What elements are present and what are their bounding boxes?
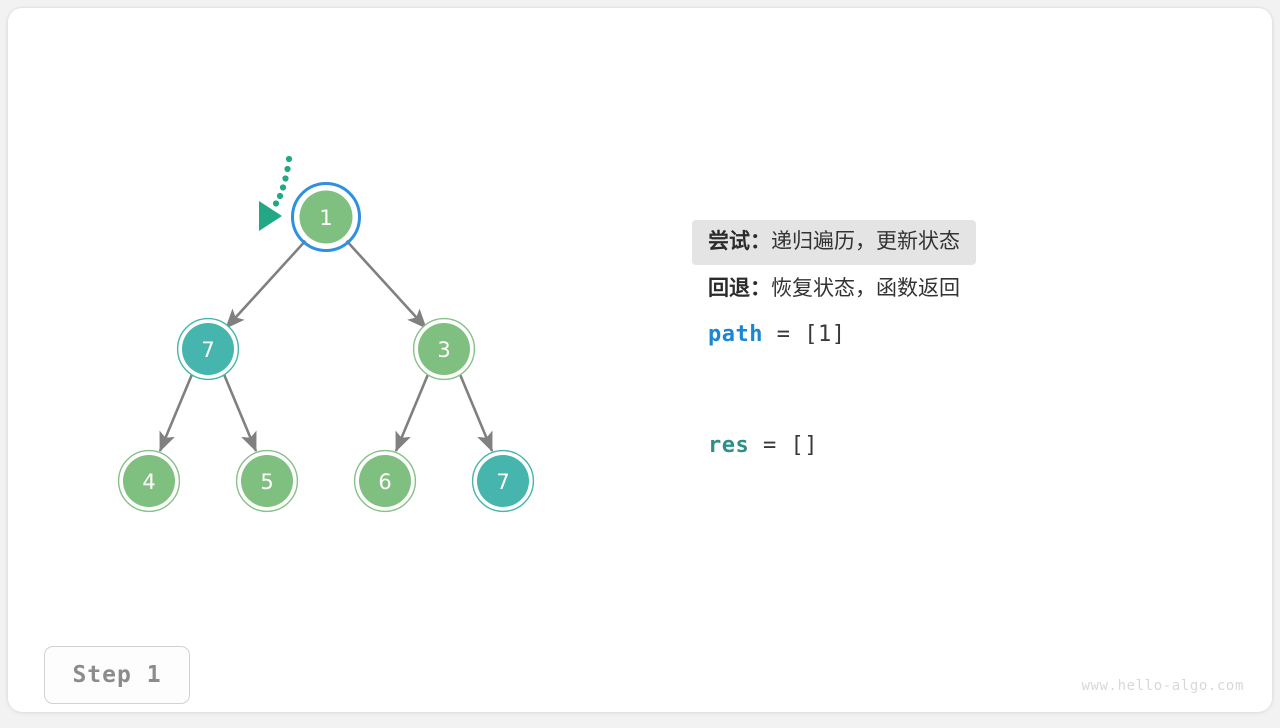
node-body (418, 323, 470, 375)
node-label: 3 (437, 338, 450, 362)
node-body (477, 455, 529, 507)
tree-node-n3[interactable]: 3 (412, 317, 476, 381)
node-inner-gap (119, 451, 179, 511)
node-inner-gap (473, 451, 533, 511)
step-label: Step 1 (72, 662, 162, 688)
state-info-panel: 尝试：递归遍历，更新状态 回退：恢复状态，函数返回 path = [1] res… (692, 220, 1212, 458)
node-body (182, 323, 234, 375)
tree-node-n7b[interactable]: 7 (471, 449, 535, 513)
try-label: 尝试： (708, 229, 771, 253)
node-outer-ring (471, 449, 535, 513)
edge-n1-n3 (343, 237, 427, 329)
node-outer-ring (294, 185, 358, 249)
tree-node-n5[interactable]: 5 (235, 449, 299, 513)
node-label: 1 (319, 206, 332, 230)
node-outer-ring (176, 317, 240, 381)
tree-edges (158, 237, 494, 452)
tree-node-n7a[interactable]: 7 (176, 317, 240, 381)
res-variable-name: res (708, 433, 750, 458)
edge-n3-n7b (457, 371, 494, 452)
node-label: 4 (142, 470, 155, 494)
try-row: 尝试：递归遍历，更新状态 (692, 220, 976, 265)
node-label: 7 (201, 338, 214, 362)
node-label: 7 (496, 470, 509, 494)
try-text: 递归遍历，更新状态 (771, 229, 960, 253)
path-variable-value: = [1] (762, 322, 846, 347)
tree-node-n1[interactable]: 1 (291, 182, 361, 252)
node-inner-gap (355, 451, 415, 511)
node-body (299, 190, 353, 244)
step-badge: Step 1 (44, 646, 190, 704)
backtrack-row: 回退：恢复状态，函数返回 (692, 265, 1212, 312)
path-variable-name: path (708, 322, 763, 347)
node-body (241, 455, 293, 507)
binary-tree-diagram: 1 7 3 4 (117, 155, 535, 513)
tree-node-n4[interactable]: 4 (117, 449, 181, 513)
node-label: 5 (260, 470, 273, 494)
res-variable-row: res = [] (692, 347, 1212, 458)
watermark: www.hello-algo.com (1081, 678, 1244, 694)
diagram-stage: 1 7 3 4 (8, 8, 1272, 712)
path-variable-row: path = [1] (692, 312, 1212, 347)
tree-node-n6[interactable]: 6 (353, 449, 417, 513)
edge-n1-n7a (225, 237, 309, 329)
node-highlight-ring (291, 182, 361, 252)
node-outer-ring (117, 449, 181, 513)
backtrack-text: 恢复状态，函数返回 (771, 276, 960, 300)
node-label: 6 (378, 470, 391, 494)
slide-card: 1 7 3 4 (8, 8, 1272, 712)
node-outer-ring (353, 449, 417, 513)
edge-n7a-n5 (221, 371, 258, 452)
node-outer-ring (235, 449, 299, 513)
edge-n7a-n4 (158, 371, 195, 452)
pointer-arrowhead-icon (259, 201, 282, 231)
node-body (123, 455, 175, 507)
node-outer-ring (412, 317, 476, 381)
edge-n3-n6 (394, 371, 431, 452)
node-inner-gap (178, 319, 238, 379)
node-body (359, 455, 411, 507)
backtrack-label: 回退： (708, 276, 771, 300)
node-inner-gap (237, 451, 297, 511)
res-variable-value: = [] (749, 433, 818, 458)
recursion-entry-pointer-icon (259, 155, 293, 231)
node-inner-gap (414, 319, 474, 379)
